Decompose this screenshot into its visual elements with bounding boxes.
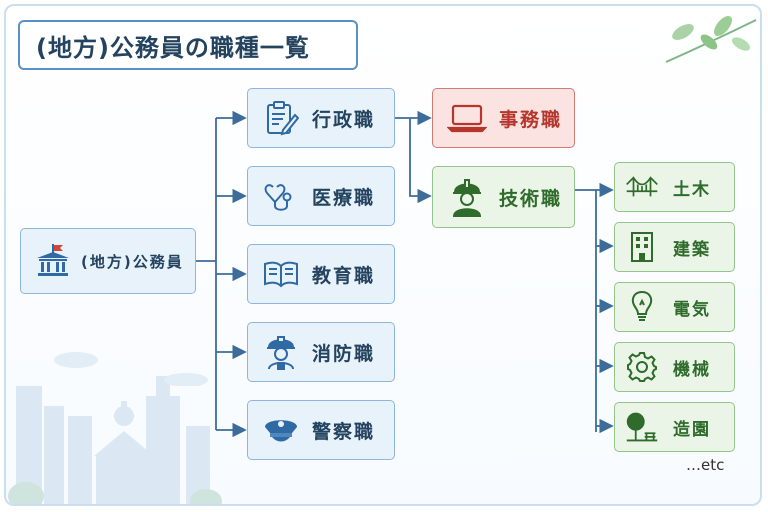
firefighter-icon bbox=[260, 333, 302, 371]
branch-label: 警察職 bbox=[312, 420, 376, 443]
leaf-kenchiku: 建築 bbox=[614, 222, 735, 272]
city-skyline-decoration bbox=[8, 376, 222, 504]
branch-label: 教育職 bbox=[312, 264, 376, 287]
branch-kyoiku: 教育職 bbox=[247, 244, 395, 304]
node-label: 技術職 bbox=[499, 187, 563, 210]
branch-label: 医療職 bbox=[312, 186, 376, 209]
branch-shobo: 消防職 bbox=[247, 322, 395, 382]
node-gijutsu: 技術職 bbox=[432, 166, 575, 228]
open-book-icon bbox=[260, 259, 302, 289]
leaf-label: 造園 bbox=[673, 419, 711, 440]
leaf-label: 建築 bbox=[673, 239, 711, 260]
bridge-icon bbox=[625, 172, 659, 202]
cloud-decoration bbox=[54, 352, 208, 386]
building-icon bbox=[625, 231, 659, 263]
node-jimu: 事務職 bbox=[432, 88, 575, 148]
page-title: (地方)公務員の職種一覧 bbox=[18, 20, 358, 70]
branch-iryo: 医療職 bbox=[247, 166, 395, 226]
branch-gyosei: 行政職 bbox=[247, 88, 395, 148]
tree-bench-icon bbox=[625, 410, 659, 444]
clipboard-pen-icon bbox=[260, 100, 302, 136]
leaf-label: 機械 bbox=[673, 359, 711, 380]
leaf-doboku: 土木 bbox=[614, 162, 735, 212]
laptop-icon bbox=[445, 103, 489, 133]
leaf-denki: 電気 bbox=[614, 282, 735, 332]
root-node: (地方)公務員 bbox=[20, 228, 196, 294]
lightbulb-icon bbox=[625, 290, 659, 324]
leaf-branch-decoration bbox=[665, 16, 757, 63]
gear-icon bbox=[625, 351, 659, 383]
stethoscope-icon bbox=[260, 178, 302, 214]
branch-keisatsu: 警察職 bbox=[247, 400, 395, 460]
branch-label: 消防職 bbox=[312, 342, 376, 365]
engineer-hardhat-icon bbox=[445, 177, 489, 217]
branch-label: 行政職 bbox=[312, 108, 376, 131]
leaf-zoen: 造園 bbox=[614, 402, 735, 452]
root-label: (地方)公務員 bbox=[81, 252, 184, 271]
node-label: 事務職 bbox=[499, 108, 563, 131]
government-building-icon bbox=[33, 244, 73, 278]
leaf-label: 電気 bbox=[673, 299, 711, 320]
police-cap-icon bbox=[260, 415, 302, 445]
leaf-label: 土木 bbox=[673, 179, 711, 200]
leaf-kikai: 機械 bbox=[614, 342, 735, 392]
etc-label: …etc bbox=[686, 456, 725, 474]
